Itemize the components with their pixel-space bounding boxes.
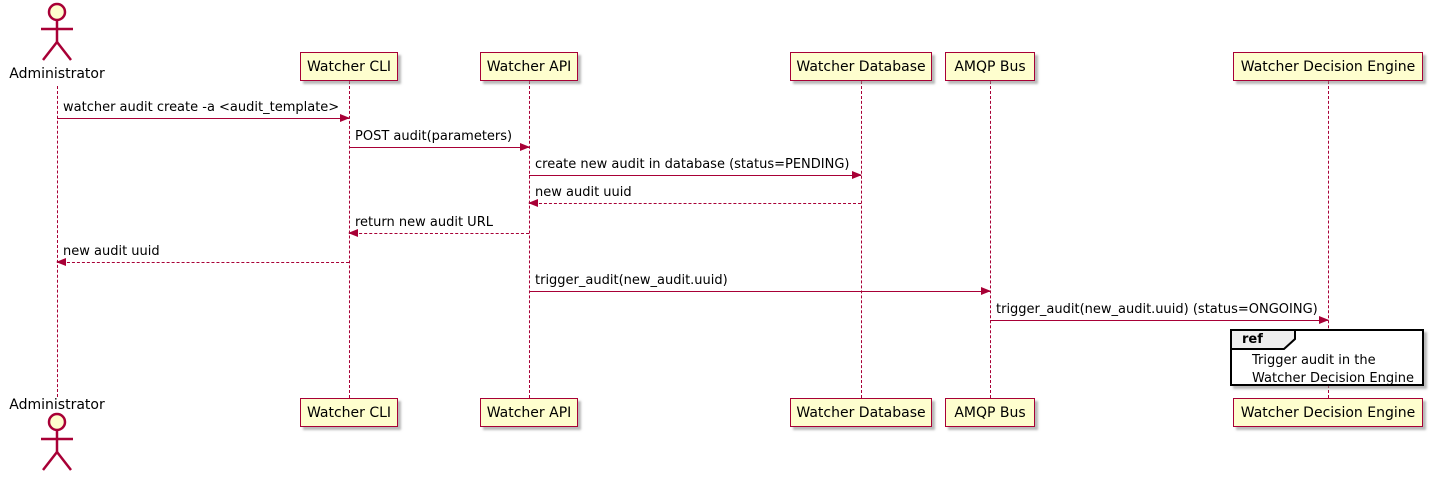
message-line [529, 203, 861, 204]
participant-watcher-cli-bottom: Watcher CLI [300, 398, 398, 427]
message-label: POST audit(parameters) [355, 129, 513, 144]
participant-label: AMQP Bus [954, 404, 1026, 421]
message-line [990, 320, 1328, 321]
lifeline-administrator [57, 86, 58, 397]
lifeline-watcher-cli [349, 81, 350, 398]
arrowhead-right-icon [520, 143, 530, 151]
ref-line-1: Trigger audit in the [1252, 353, 1376, 368]
administrator-actor-icon [33, 412, 81, 474]
message-line [529, 291, 990, 292]
participant-label: Watcher Database [796, 58, 926, 75]
participant-watcher-cli-top: Watcher CLI [300, 52, 398, 81]
arrowhead-right-icon [852, 171, 862, 179]
arrowhead-left-icon [56, 258, 66, 266]
ref-fragment: ref Trigger audit in the Watcher Decisio… [1230, 329, 1424, 386]
lifeline-watcher-decision-engine [1328, 81, 1329, 398]
ref-keyword: ref [1242, 332, 1263, 347]
participant-label: Watcher Decision Engine [1240, 404, 1416, 421]
arrowhead-left-icon [348, 229, 358, 237]
participant-watcher-database-top: Watcher Database [790, 52, 932, 81]
lifeline-amqp-bus [990, 81, 991, 398]
message-line [57, 262, 349, 263]
arrowhead-right-icon [981, 287, 991, 295]
ref-line-2: Watcher Decision Engine [1252, 371, 1414, 386]
administrator-actor-icon [33, 2, 81, 64]
message-label: watcher audit create -a <audit_template> [63, 100, 340, 115]
message-line [349, 233, 529, 234]
participant-amqp-bus-bottom: AMQP Bus [945, 398, 1035, 427]
participant-label: AMQP Bus [954, 58, 1026, 75]
message-label: return new audit URL [355, 215, 493, 230]
message-line [529, 175, 861, 176]
message-label: trigger_audit(new_audit.uuid) [535, 273, 728, 288]
participant-label: Watcher Database [796, 404, 926, 421]
participant-label: Watcher API [486, 58, 572, 75]
ref-body-text: Trigger audit in the Watcher Decision En… [1252, 352, 1414, 388]
message-line [57, 118, 349, 119]
participant-label: Watcher Decision Engine [1240, 58, 1416, 75]
participant-amqp-bus-top: AMQP Bus [945, 52, 1035, 81]
administrator-label: Administrator [9, 66, 105, 82]
participant-watcher-api-bottom: Watcher API [480, 398, 578, 427]
message-label: create new audit in database (status=PEN… [535, 157, 850, 172]
ref-header-pentagon-icon [1230, 329, 1296, 350]
lifeline-watcher-api [529, 81, 530, 398]
participant-label: Watcher API [486, 404, 572, 421]
message-line [349, 147, 529, 148]
participant-watcher-database-bottom: Watcher Database [790, 398, 932, 427]
administrator-label: Administrator [9, 397, 105, 413]
arrowhead-right-icon [1319, 316, 1329, 324]
participant-label: Watcher CLI [306, 404, 392, 421]
arrowhead-left-icon [528, 199, 538, 207]
participant-watcher-api-top: Watcher API [480, 52, 578, 81]
arrowhead-right-icon [340, 114, 350, 122]
participant-watcher-decision-engine-top: Watcher Decision Engine [1233, 52, 1423, 81]
participant-watcher-decision-engine-bottom: Watcher Decision Engine [1233, 398, 1423, 427]
participant-label: Watcher CLI [306, 58, 392, 75]
message-label: new audit uuid [63, 244, 160, 259]
message-label: new audit uuid [535, 185, 632, 200]
message-label: trigger_audit(new_audit.uuid) (status=ON… [996, 302, 1318, 317]
lifeline-watcher-database [861, 81, 862, 398]
